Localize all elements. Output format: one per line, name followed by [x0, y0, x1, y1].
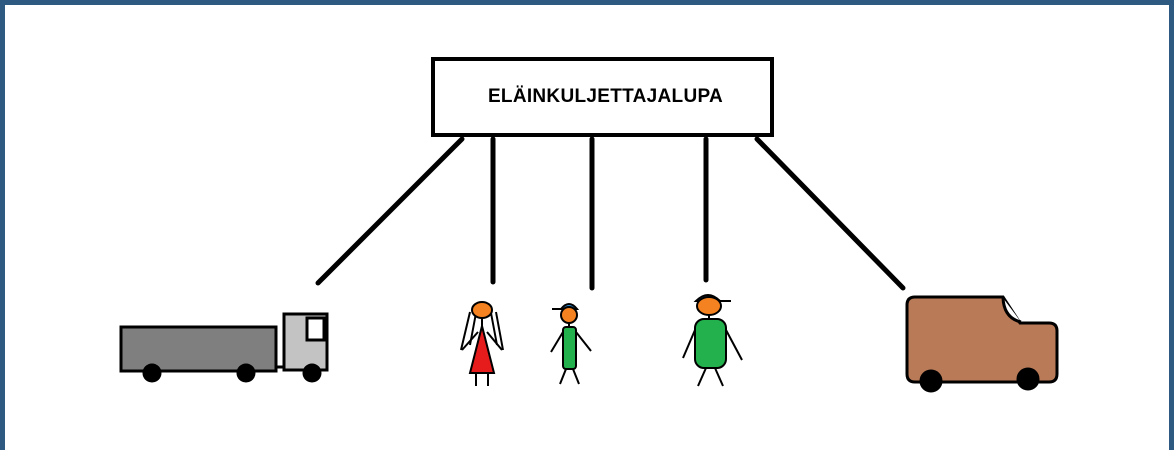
connector-truck: [315, 136, 465, 286]
connectors: [315, 136, 906, 291]
van-icon: [905, 295, 1059, 393]
woman-figure-icon: [460, 301, 504, 386]
man-figure-icon: [682, 294, 743, 387]
child-figure-icon: [550, 303, 592, 385]
connector-van: [754, 136, 906, 291]
permit-title: ELÄINKULJETTAJALUPA: [487, 86, 724, 107]
truck-icon: [119, 312, 329, 383]
permit-label-box: ELÄINKULJETTAJALUPA: [431, 57, 774, 137]
